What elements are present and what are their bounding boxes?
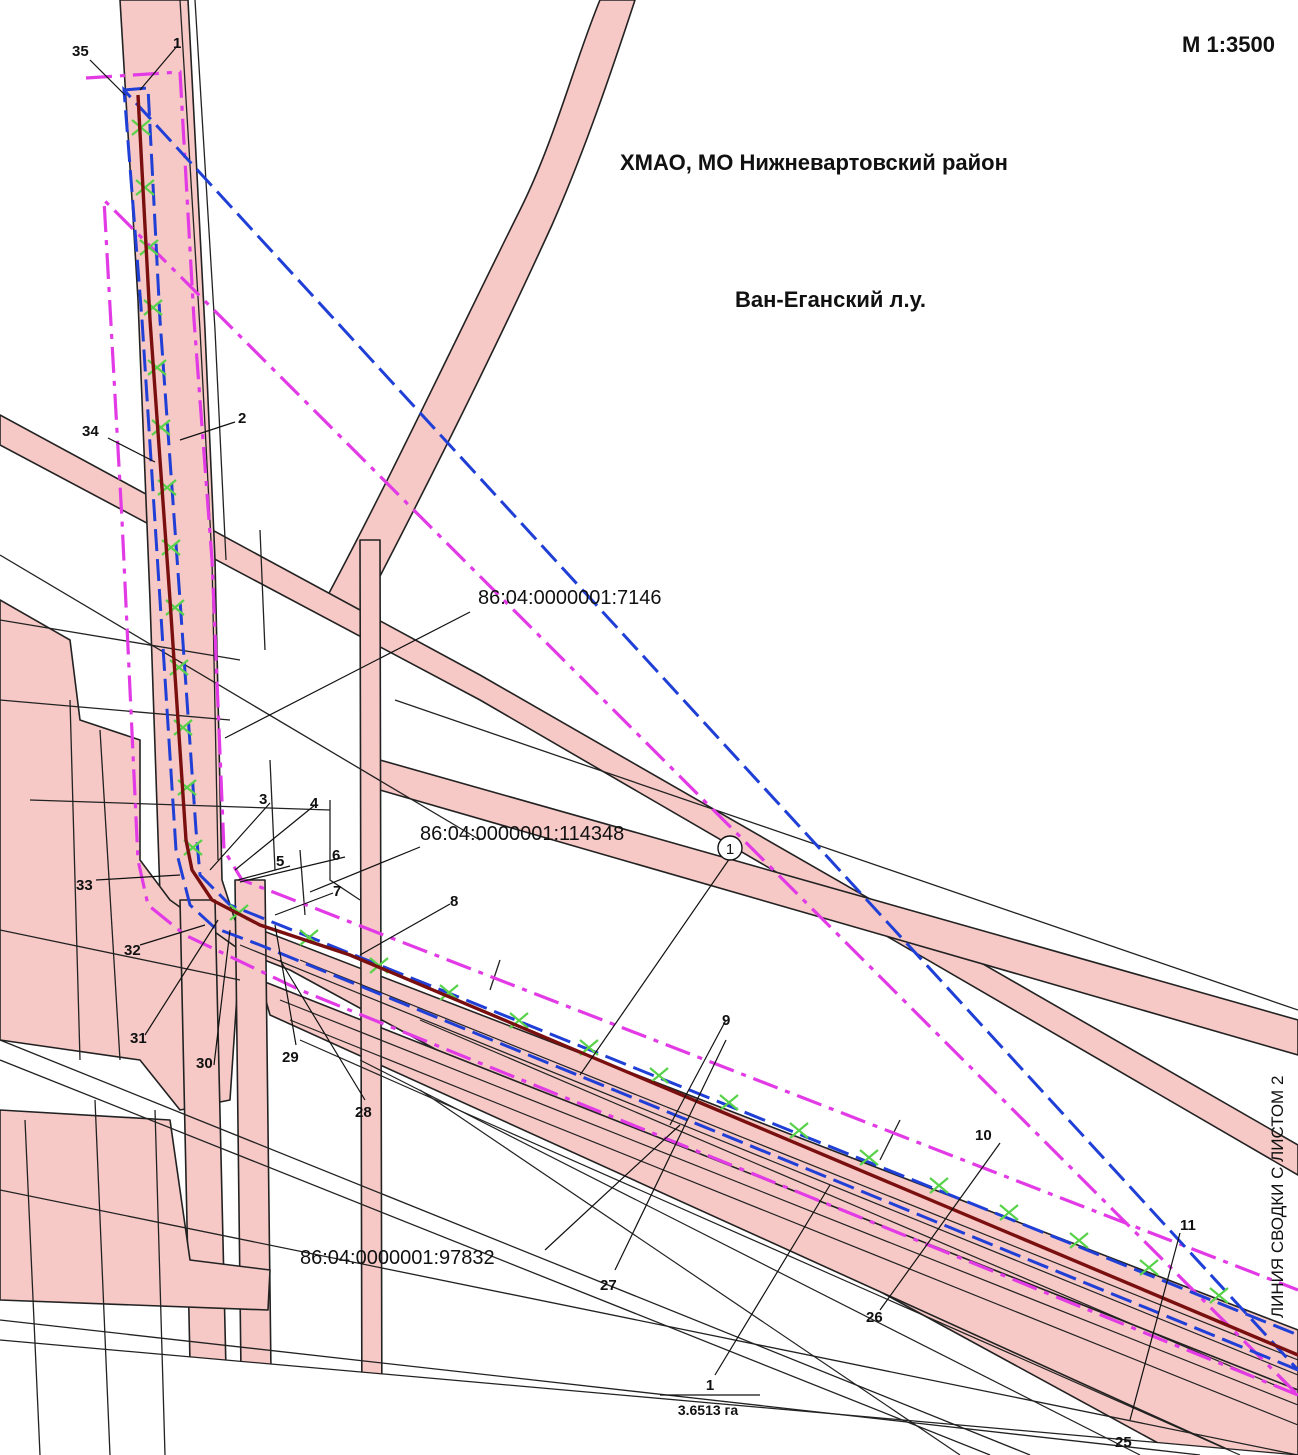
point-11: 11 — [1180, 1217, 1196, 1234]
point-25: 25 — [1115, 1434, 1132, 1451]
point-30: 30 — [196, 1055, 213, 1072]
point-6: 6 — [332, 847, 340, 864]
point-33: 33 — [76, 877, 93, 894]
road-vertical-mid — [359, 539, 383, 1455]
southwest-block — [0, 1109, 271, 1311]
point-34: 34 — [82, 423, 99, 440]
point-31: 31 — [130, 1030, 147, 1047]
point-32: 32 — [124, 942, 141, 959]
area-value: 3.6513 га — [678, 1402, 739, 1418]
point-8: 8 — [450, 893, 458, 910]
point-4: 4 — [310, 795, 319, 812]
parcel-label-7146: 86:04:0000001:7146 — [478, 587, 662, 609]
parcel-label-114348: 86:04:0000001:114348 — [420, 823, 624, 845]
region-title: ХМАО, МО Нижневартовский район — [620, 150, 1008, 175]
map-scale: М 1:3500 — [1182, 32, 1275, 57]
point-29: 29 — [282, 1049, 299, 1066]
point-5: 5 — [276, 853, 284, 870]
point-10: 10 — [975, 1127, 992, 1144]
area-number: 1 — [706, 1377, 714, 1394]
point-3: 3 — [259, 791, 267, 808]
zone-boundary-dashdot — [85, 70, 1298, 1397]
road-south-2 — [234, 879, 273, 1455]
point-2: 2 — [238, 410, 246, 427]
point-labels: 1 2 3 4 5 6 7 8 9 10 11 25 26 27 28 29 3… — [72, 35, 1196, 1451]
parallel-lines — [239, 944, 1298, 1455]
sheet-join-label: ЛИНИЯ СВОДКИ С ЛИСТОМ 2 — [1268, 1076, 1287, 1318]
point-9: 9 — [722, 1012, 730, 1029]
point-35: 35 — [72, 43, 89, 60]
parcel-label-97832: 86:04:0000001:97832 — [300, 1247, 495, 1269]
road-ne-curve — [319, 0, 636, 631]
marker-label: 1 — [726, 841, 734, 858]
pipeline-axis — [136, 94, 1298, 1357]
point-27: 27 — [600, 1277, 617, 1294]
road-long-diagonal — [0, 414, 1298, 1176]
point-26: 26 — [866, 1309, 883, 1326]
leader-lines — [89, 44, 1181, 1421]
point-28: 28 — [355, 1104, 372, 1121]
point-1: 1 — [173, 35, 181, 52]
parcel-boundary-dashed — [122, 85, 1298, 1372]
forestry-title: Ван-Еганский л.у. — [735, 287, 926, 312]
point-7: 7 — [333, 883, 341, 900]
marker-circle — [717, 835, 743, 861]
